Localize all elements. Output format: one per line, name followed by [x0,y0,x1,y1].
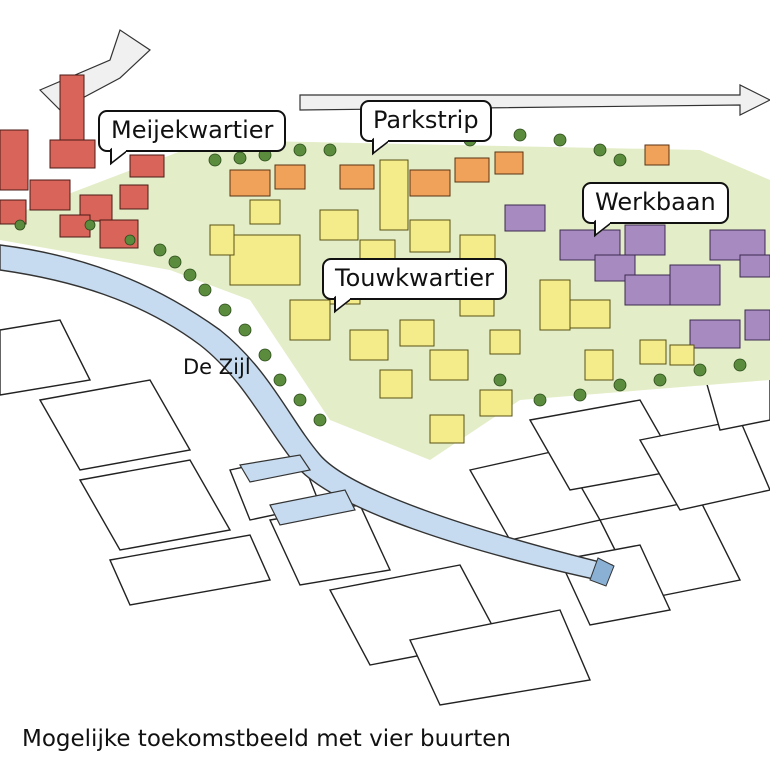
road-arrow-icon [38,29,151,111]
empty-plots [0,319,770,706]
callout-parkstrip-label: Parkstrip [373,106,479,134]
water-label: De Zijl [183,355,251,379]
development-area [0,140,770,460]
callout-touwkwartier: Touwkwartier [322,258,507,314]
werkbaan-buildings [504,204,770,349]
callout-meijekwartier: Meijekwartier [98,110,287,166]
parkstrip-buildings [229,144,670,197]
callout-parkstrip: Parkstrip [360,100,492,156]
map-caption: Mogelijke toekomstbeeld met vier buurten [22,726,511,752]
callout-werkbaan-label: Werkbaan [595,188,716,216]
river-arrow-icon [589,557,615,587]
trees [14,128,747,427]
callout-touwkwartier-label: Touwkwartier [335,264,494,292]
callout-meijekwartier-label: Meijekwartier [111,116,274,144]
callout-werkbaan: Werkbaan [582,182,729,238]
